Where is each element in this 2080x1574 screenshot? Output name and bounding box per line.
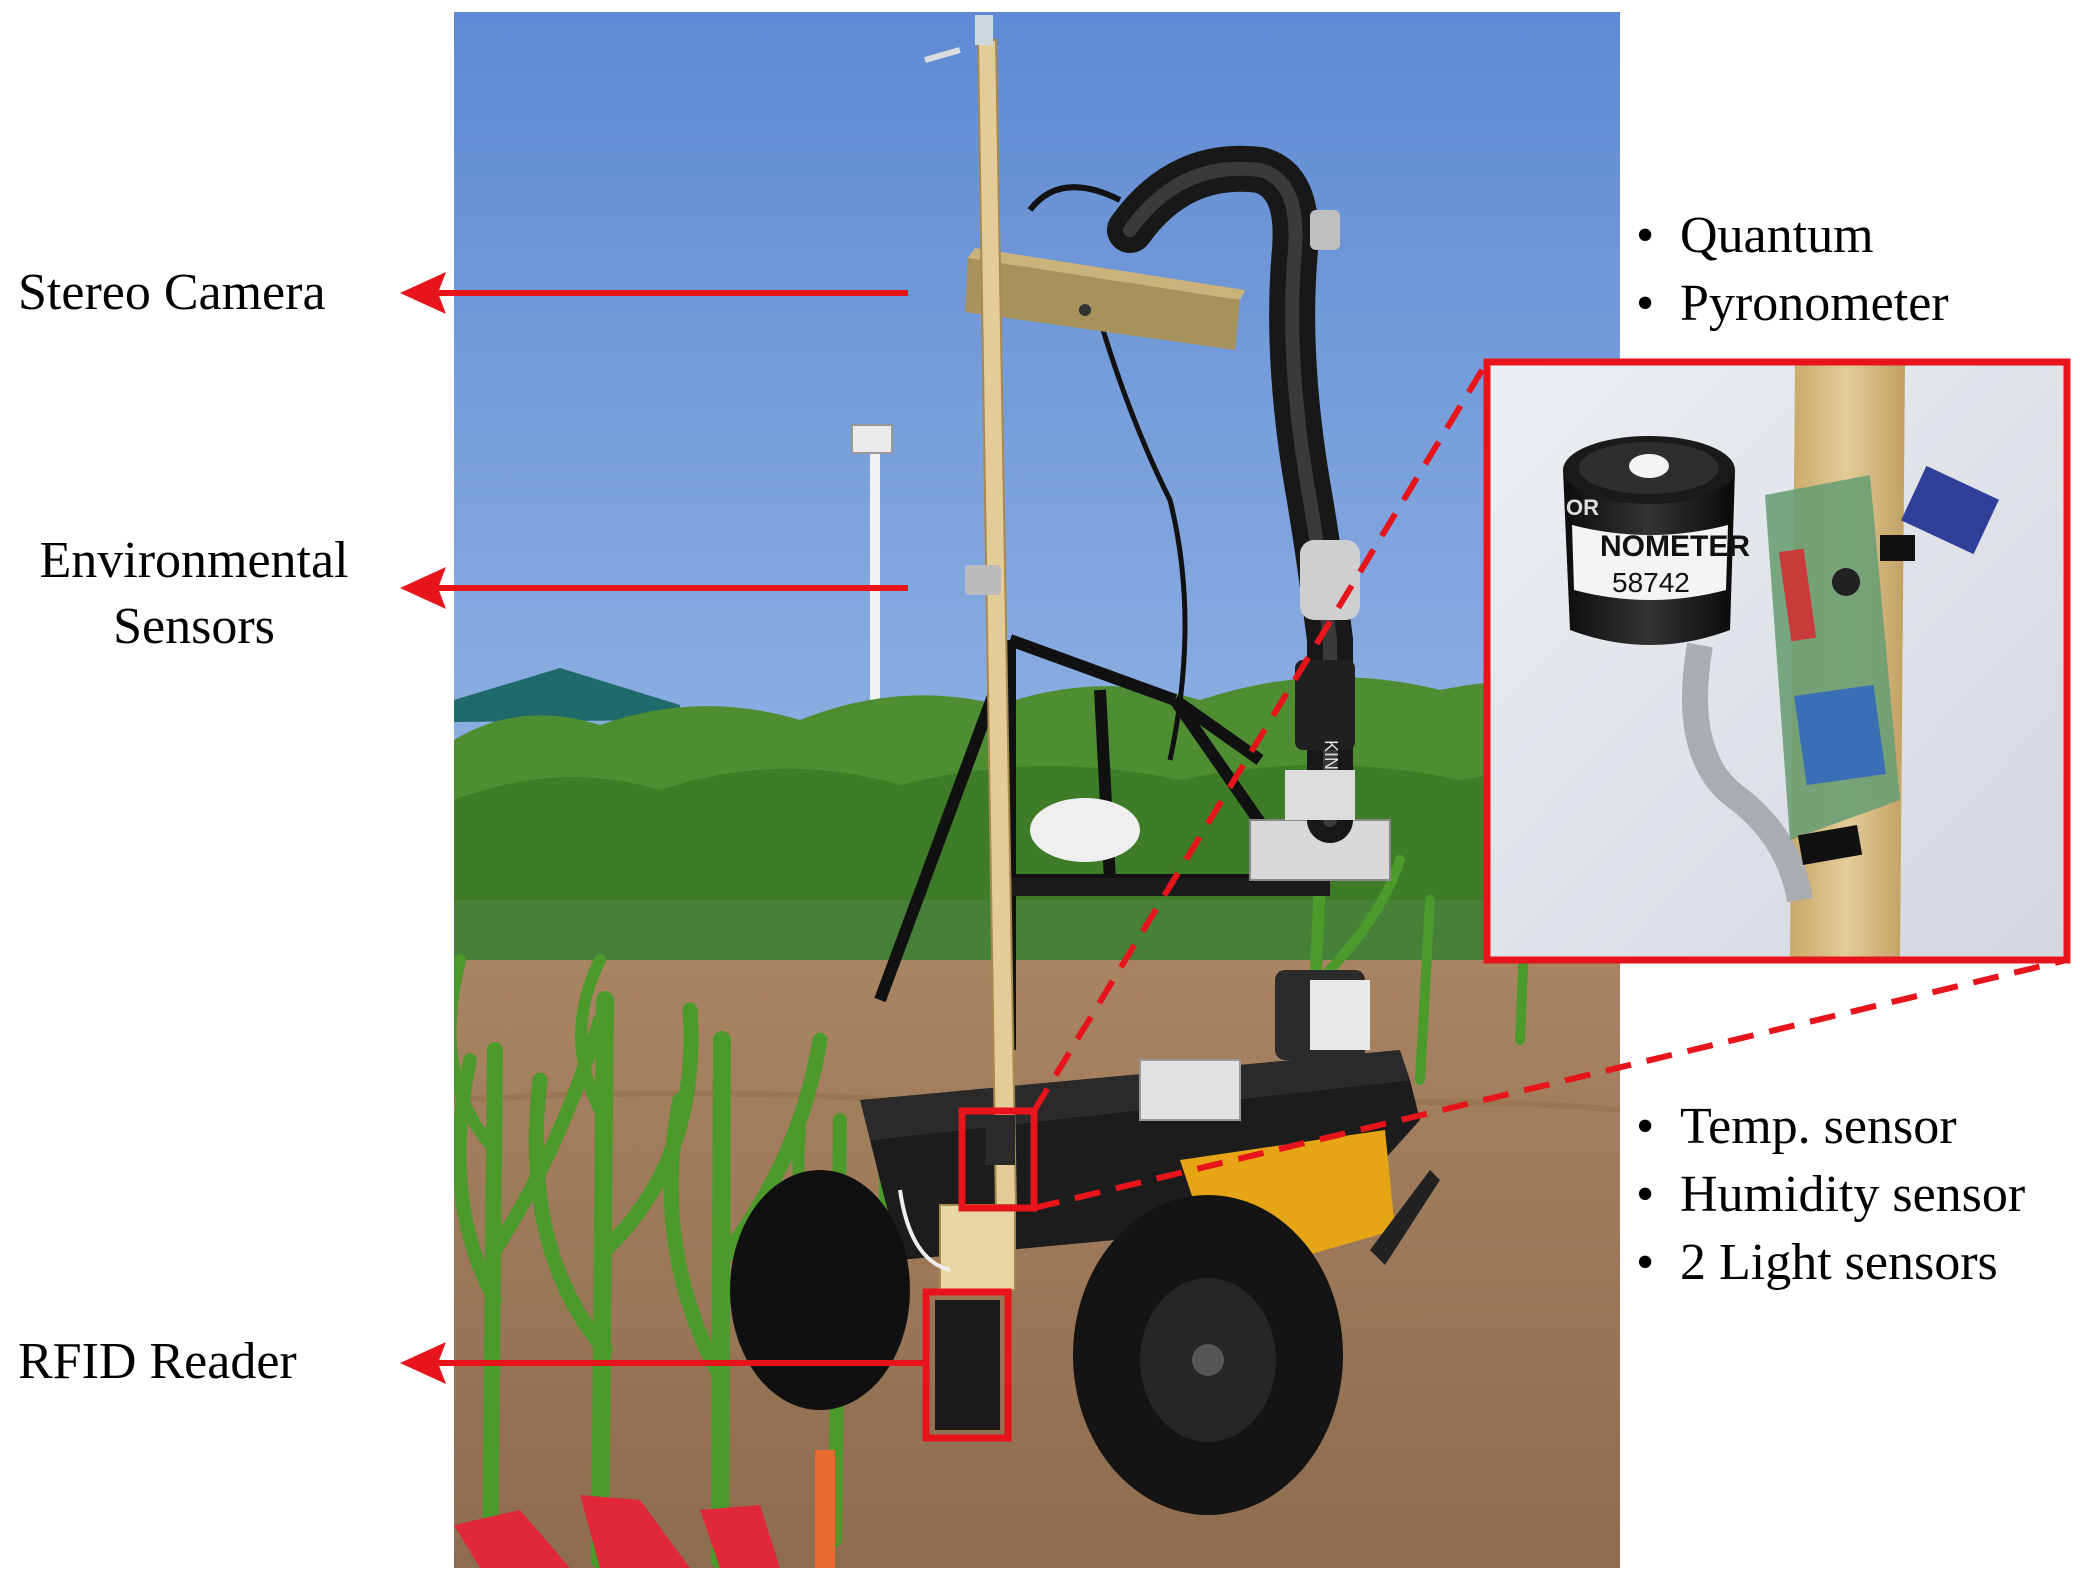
pyranometer-sensor: NOMETER 58742 OR xyxy=(1563,436,1750,645)
ribbon-cable xyxy=(1682,642,1813,903)
mast-sensor-clamp xyxy=(965,565,1001,595)
zoom-line-top xyxy=(1031,360,1490,1113)
environmental-sensors-label-line1: Environmental xyxy=(39,532,349,589)
robotic-arm xyxy=(1107,145,1360,843)
environmental-sensors-callout-box xyxy=(958,1107,1038,1212)
background-tent xyxy=(454,668,680,722)
sensor-label-text: NOMETER xyxy=(1600,530,1750,563)
arm-brand-text: KINOVA xyxy=(1321,740,1341,807)
gps-antenna xyxy=(1030,798,1140,862)
top-sensor-list: Quantum Pyronometer xyxy=(1636,202,1949,338)
bottom-sensor-item: Humidity sensor xyxy=(1636,1161,2025,1229)
sensor-serial-text: 58742 xyxy=(1612,567,1690,598)
soil xyxy=(454,960,1620,1568)
environmental-sensors-label: Environmental Sensors xyxy=(18,528,370,660)
arrow-left-icon xyxy=(400,1342,446,1384)
environmental-sensors-label-line2: Sensors xyxy=(113,598,275,655)
arrow-left-icon xyxy=(400,272,446,314)
rfid-reader-label: RFID Reader xyxy=(18,1333,297,1390)
arrow-left-icon xyxy=(400,567,446,609)
rfid-reader-arrow xyxy=(400,1342,926,1384)
rfid-reader-device xyxy=(935,1300,1000,1430)
bottom-sensor-list: Temp. sensor Humidity sensor 2 Light sen… xyxy=(1636,1093,2025,1297)
rear-wheel xyxy=(730,1170,910,1410)
environmental-sensors-box xyxy=(985,1115,1015,1165)
sensor-brand-text: OR xyxy=(1566,495,1599,520)
annotation-graphics xyxy=(400,272,2071,1442)
field-robot-photo: KINOVA xyxy=(454,12,1620,1568)
zoom-line-bottom xyxy=(1033,957,2068,1211)
bottom-sensor-item: 2 Light sensors xyxy=(1636,1229,2025,1297)
stereo-camera-arrow xyxy=(400,272,908,314)
stereo-camera xyxy=(965,248,1245,350)
field-markers xyxy=(454,1450,835,1568)
sensor-circuit-board xyxy=(1765,465,1999,865)
stereo-camera-label: Stereo Camera xyxy=(18,264,326,321)
top-sensor-item: Quantum xyxy=(1636,202,1949,270)
inset-frame xyxy=(1483,358,2071,964)
light-sensor-module xyxy=(1901,465,1999,555)
top-sensor-item: Pyronometer xyxy=(1636,270,1949,338)
environmental-sensors-arrow xyxy=(400,567,908,609)
bottom-sensor-item: Temp. sensor xyxy=(1636,1093,2025,1161)
sensor-closeup-inset: NOMETER 58742 OR xyxy=(1487,362,2067,960)
